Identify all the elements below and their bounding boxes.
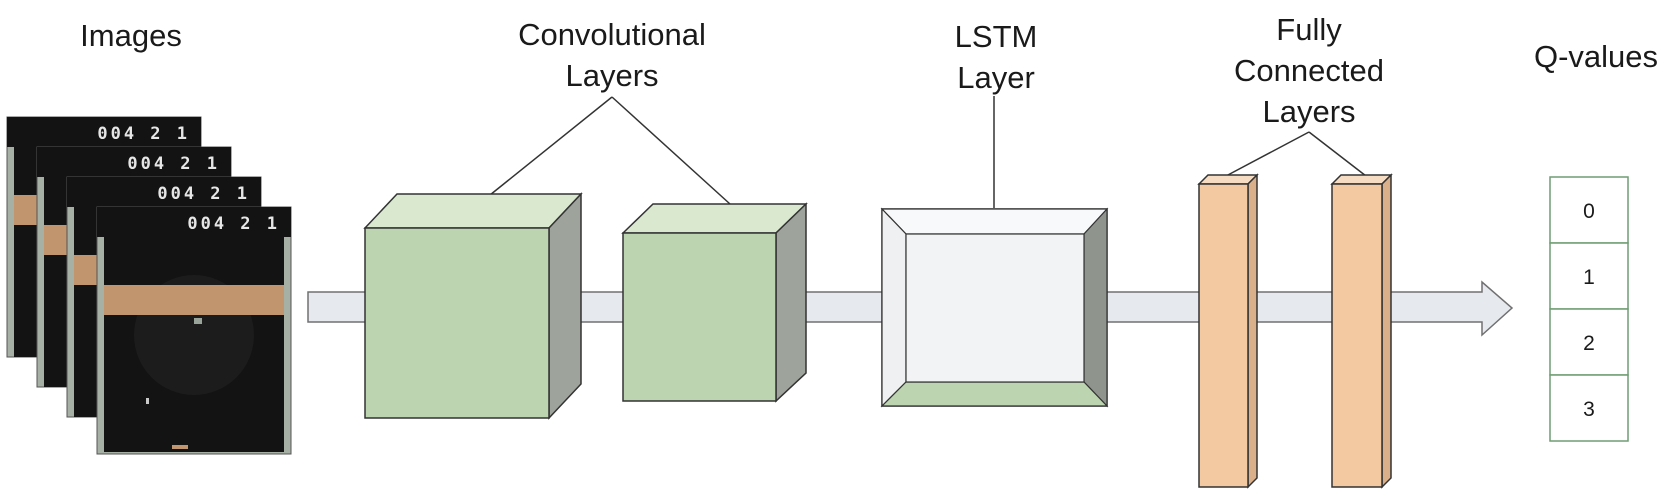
frame-score: 004 2 1	[157, 184, 250, 204]
qvalue-0: 0	[1583, 200, 1595, 223]
qvalue-3: 3	[1583, 398, 1595, 421]
conv-layer-1	[363, 192, 583, 420]
label-images: Images	[80, 18, 182, 53]
label-conv-line2: Layers	[565, 58, 658, 93]
frame-score: 004 2 1	[127, 154, 220, 174]
qvalue-cell	[1549, 374, 1629, 442]
label-qvalues: Q-values	[1534, 39, 1658, 74]
frame-score: 004 2 1	[187, 214, 280, 234]
fc-layer-2	[1330, 173, 1393, 489]
conv-connector-right	[611, 96, 731, 205]
qvalue-cell	[1549, 308, 1629, 376]
lstm-layer	[880, 207, 1109, 408]
label-fc-line3: Layers	[1262, 94, 1355, 129]
label-fc-line2: Connected	[1234, 53, 1384, 88]
label-lstm-line2: Layer	[957, 60, 1035, 95]
fc-connector-right	[1308, 131, 1367, 177]
qvalue-cell	[1549, 242, 1629, 310]
fc-layer-1	[1197, 173, 1259, 489]
label-lstm-line1: LSTM	[955, 19, 1038, 54]
fc-connector-left	[1225, 131, 1310, 177]
conv-connector-left	[489, 96, 613, 196]
qvalues-column: 0 1 2 3	[1549, 176, 1629, 442]
conv-layer-2	[621, 202, 808, 403]
label-fc-line1: Fully	[1276, 12, 1342, 47]
qvalue-1: 1	[1583, 266, 1595, 289]
label-conv-line1: Convolutional	[518, 17, 706, 52]
qvalue-2: 2	[1583, 332, 1595, 355]
qvalue-cell	[1549, 176, 1629, 244]
image-stack: 004 2 1 004 2 1 004 2 1	[6, 116, 292, 455]
game-frame-4: 004 2 1	[96, 206, 292, 455]
frame-score: 004 2 1	[97, 124, 190, 144]
